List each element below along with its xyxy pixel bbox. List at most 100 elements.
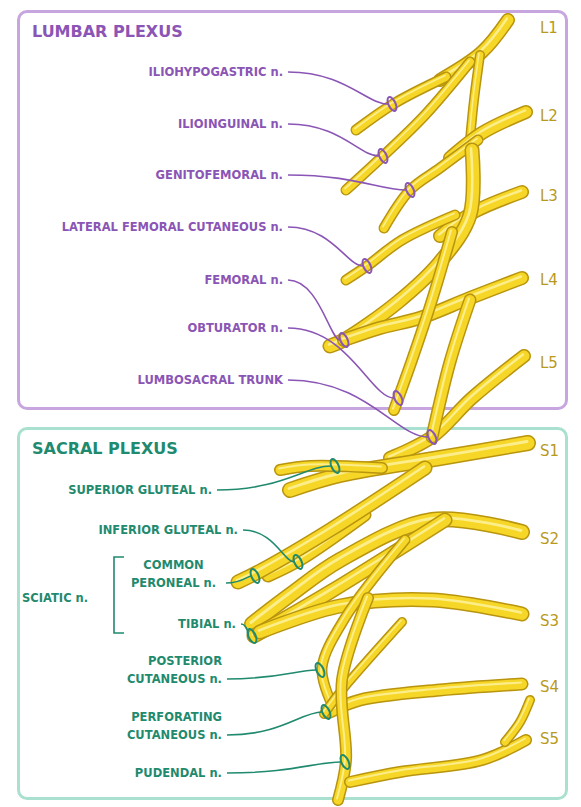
leader-ring <box>404 182 417 199</box>
leader-line <box>288 328 394 398</box>
nerve-body <box>254 520 445 636</box>
nerve-label: TIBIAL n. <box>86 615 236 633</box>
spinal-level: L5 <box>540 354 570 372</box>
nerve-outline <box>346 62 470 190</box>
nerve-highlight <box>253 519 444 635</box>
spinal-level: S2 <box>540 530 570 548</box>
nerve-body <box>290 443 528 490</box>
nerve-highlight <box>323 621 401 713</box>
nerve-body <box>260 600 522 632</box>
sciatic-bracket <box>114 557 124 633</box>
spinal-level: L1 <box>540 19 570 37</box>
plexus-band: SACRAL PLEXUS <box>17 427 568 800</box>
nerve-highlight <box>329 683 521 711</box>
nerve-label: ILIOINGUINAL n. <box>83 115 283 133</box>
nerve-label: FEMORAL n. <box>83 271 283 289</box>
nerve-outline <box>390 356 524 458</box>
nerve-body <box>238 468 425 582</box>
leader-ring <box>339 754 352 771</box>
nerve-outline <box>440 192 522 236</box>
leader-ring <box>426 429 439 446</box>
leader-ring <box>249 568 262 585</box>
nerve-highlight <box>321 539 404 699</box>
nerve-outline <box>238 468 425 582</box>
nerve-outline <box>280 466 382 470</box>
nerve-body <box>440 20 508 80</box>
nerve-highlight <box>469 54 479 139</box>
nerve-highlight <box>389 355 523 457</box>
nerve-body <box>390 356 524 458</box>
leader-ring <box>292 554 305 571</box>
nerve-body <box>268 515 365 576</box>
nerve-body <box>330 684 522 712</box>
nerve-outline <box>344 278 522 340</box>
nerve-outline <box>330 684 522 712</box>
nerve-highlight <box>237 467 424 581</box>
nerve-body <box>330 150 473 346</box>
nerve-highlight <box>504 699 529 741</box>
leader-line <box>243 530 294 562</box>
nerve-body <box>338 598 368 800</box>
nerve-body <box>470 55 480 140</box>
nerve-highlight <box>345 61 469 189</box>
leader-ring <box>361 258 374 275</box>
plexus-heading: SACRAL PLEXUS <box>32 439 178 458</box>
nerve-body <box>346 215 455 280</box>
nerve-highlight <box>345 214 454 279</box>
nerve-outline <box>322 540 405 700</box>
leader-ring <box>392 390 405 407</box>
nerve-outline <box>338 598 368 800</box>
leader-line <box>288 380 428 437</box>
nerve-label: SCIATIC n. <box>22 589 112 607</box>
nerve-outline <box>440 20 508 80</box>
nerve-highlight <box>343 277 521 339</box>
nerve-body <box>322 540 405 700</box>
nerve-label: INFERIOR GLUTEAL n. <box>48 521 238 539</box>
nerve-highlight <box>289 442 527 489</box>
nerve-outline <box>356 77 446 130</box>
nerve-highlight <box>349 739 525 781</box>
leader-ring <box>314 662 327 679</box>
nerve-label: POSTERIOR CUTANEOUS n. <box>92 652 222 688</box>
spinal-level: L3 <box>540 187 570 205</box>
nerve-outline <box>450 112 526 158</box>
nerve-body <box>384 140 478 228</box>
leader-ring <box>377 148 390 165</box>
nerve-highlight <box>329 149 472 345</box>
nerve-label: PUDENDAL n. <box>92 764 222 782</box>
plexus-heading: LUMBAR PLEXUS <box>32 22 183 41</box>
nerve-body <box>450 112 526 158</box>
nerve-outline <box>432 300 470 437</box>
spinal-level: S1 <box>540 442 570 460</box>
nerve-body <box>346 62 470 190</box>
nerve-label: LATERAL FEMORAL CUTANEOUS n. <box>23 218 283 236</box>
nerve-body <box>505 700 530 742</box>
nerve-body <box>252 519 522 624</box>
nerve-label: LUMBOSACRAL TRUNK <box>83 371 283 389</box>
leader-ring <box>320 704 333 721</box>
nerve-highlight <box>431 299 469 436</box>
spinal-level: L2 <box>540 107 570 125</box>
spinal-level: S3 <box>540 612 570 630</box>
nerve-highlight <box>393 231 451 409</box>
nerve-highlight <box>355 76 445 129</box>
nerve-outline <box>394 232 452 410</box>
nerve-outline <box>470 55 480 140</box>
nerve-label: PERFORATING CUTANEOUS n. <box>92 708 222 744</box>
nerve-label: SUPERIOR GLUTEAL n. <box>22 481 212 499</box>
leader-ring <box>329 458 342 475</box>
nerve-label: ILIOHYPOGASTRIC n. <box>83 63 283 81</box>
nerve-outline <box>505 700 530 742</box>
nerve-outline <box>290 443 528 490</box>
nerve-outline <box>350 740 526 782</box>
nerve-body <box>432 300 470 437</box>
nerve-outline <box>330 150 473 346</box>
nerve-outline <box>254 520 445 636</box>
plexus-band: LUMBAR PLEXUS <box>17 10 568 410</box>
leader-line <box>227 670 316 679</box>
leader-line <box>288 280 340 340</box>
leader-line <box>226 576 251 583</box>
nerve-body <box>344 278 522 340</box>
nerve-body <box>324 622 402 714</box>
